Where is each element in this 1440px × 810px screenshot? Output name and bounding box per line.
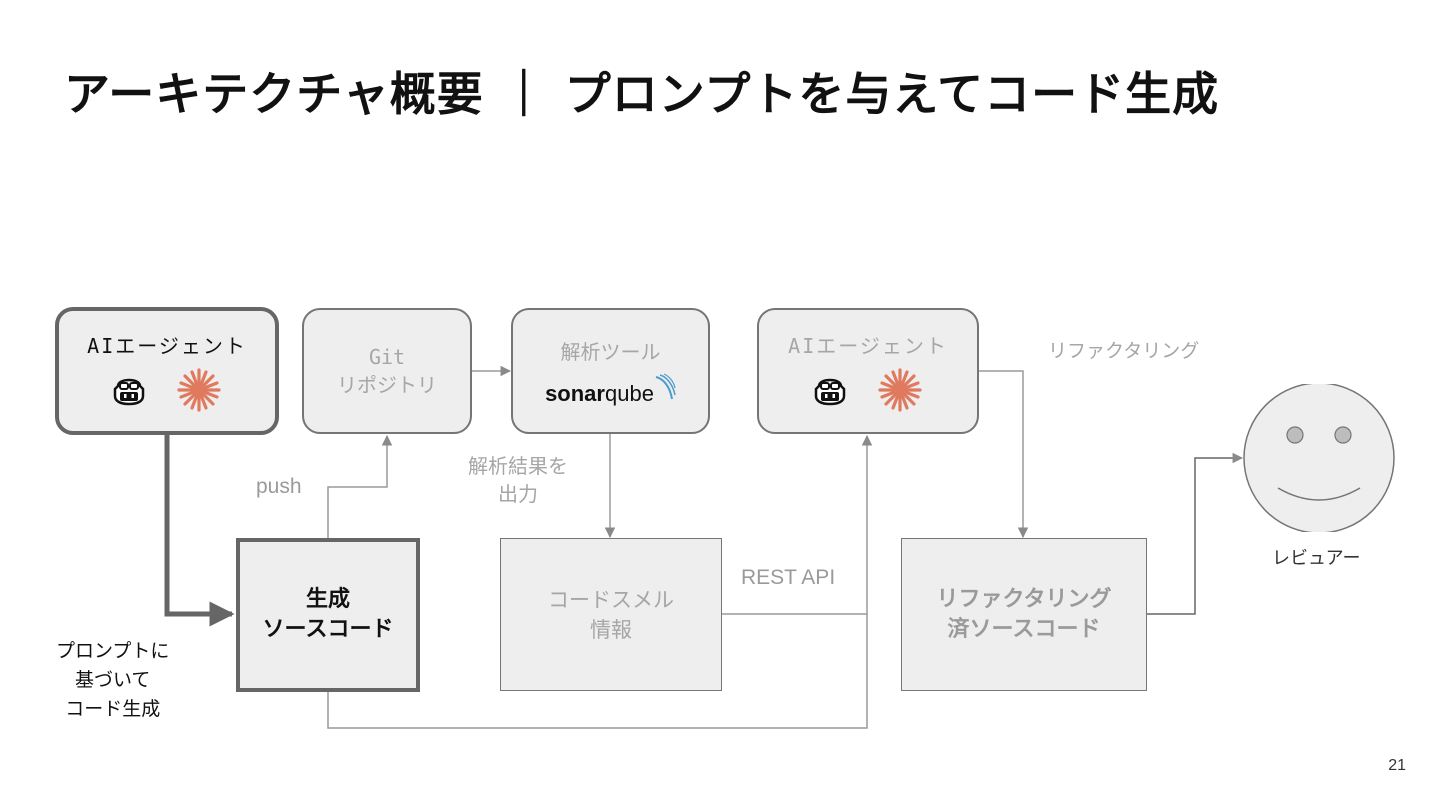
claude-starburst-icon [878, 367, 922, 412]
ai-agent-node-active: AIエージェント [55, 307, 279, 435]
git-repository-node: Git リポジトリ [302, 308, 472, 434]
sonar-wave-icon [655, 372, 676, 399]
prompt-generation-label: プロンプトに 基づいて コード生成 [56, 637, 169, 724]
refactoring-label: リファクタリング [936, 586, 1112, 612]
prompt-line2: 基づいて [75, 669, 151, 691]
copilot-icon [113, 378, 145, 405]
reviewer-label: レビュアー [1272, 548, 1361, 569]
claude-starburst-icon [177, 367, 221, 412]
info-label: 情報 [590, 617, 632, 642]
prompt-line1: プロンプトに [56, 640, 170, 662]
arrow-agent-to-code [164, 435, 235, 627]
sonarqube-logo-light: qube [604, 380, 654, 406]
arrow-push [327, 434, 393, 538]
reviewer-face-icon [1243, 384, 1395, 532]
analysis-output-line2: 出力 [498, 482, 538, 506]
analysis-output-line1: 解析結果を [468, 454, 568, 478]
analysis-tool-node: 解析ツール sonar qube [511, 308, 710, 434]
generated-label: 生成 [305, 587, 350, 612]
analysis-tool-label: 解析ツール [560, 339, 661, 364]
repository-label: リポジトリ [337, 373, 437, 397]
page-number: 21 [1388, 757, 1406, 774]
line-code-to-agent [327, 614, 868, 729]
arrow-refactored-to-reviewer [1147, 452, 1244, 615]
push-label: push [256, 475, 302, 498]
ai-agent-node-refactor: AIエージェント [757, 308, 979, 434]
ai-agent-label: AIエージェント [87, 333, 247, 358]
git-label: Git [368, 345, 406, 369]
rest-api-label: REST API [741, 566, 836, 589]
refactoring-edge-label: リファクタリング [1048, 340, 1200, 362]
refactored-source-code-node: リファクタリング 済ソースコード [901, 538, 1147, 691]
code-smell-label: コードスメル [548, 587, 674, 612]
sonarqube-logo: sonar qube [545, 372, 676, 407]
copilot-icon [814, 378, 846, 405]
source-code-label: ソースコード [262, 617, 394, 642]
ai-agent-label-2: AIエージェント [788, 333, 948, 358]
analysis-output-label: 解析結果を 出力 [468, 452, 568, 508]
code-smell-node: コードスメル 情報 [500, 538, 722, 691]
prompt-line3: コード生成 [65, 698, 161, 720]
refactored-code-label: 済ソースコード [947, 616, 1101, 642]
page-title: アーキテクチャ概要 ｜ プロンプトを与えてコード生成 [64, 67, 1220, 121]
arrow-agent-to-refactored [979, 370, 1029, 539]
generated-source-code-node: 生成 ソースコード [236, 538, 420, 692]
sonarqube-logo-bold: sonar [545, 380, 605, 406]
